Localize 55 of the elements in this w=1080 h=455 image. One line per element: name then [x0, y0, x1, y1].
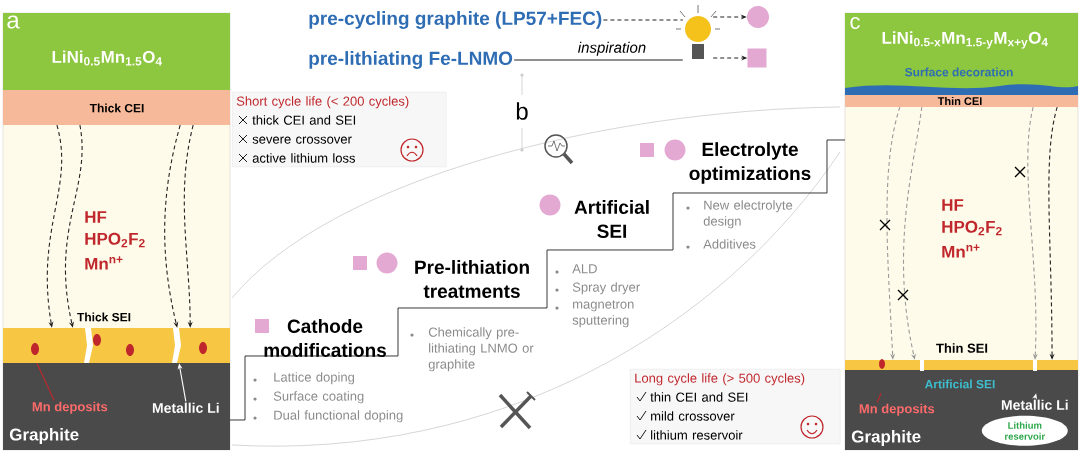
node-label: lithium reservoir: [651, 430, 743, 440]
bullet-item: Additives: [686, 239, 756, 249]
node-label: Thin SEI: [936, 343, 988, 353]
species-label: HPO$_{2}$F$_{2}$: [85, 232, 145, 248]
panel-letter: b: [516, 102, 528, 120]
cei-layer: Thin CEI: [845, 95, 1078, 107]
panel-letter: c: [850, 16, 860, 30]
heading-text: pre-cycling graphite (LP57+FEC): [309, 11, 602, 29]
step-heading: Cathode modifications: [264, 319, 386, 357]
bullet-item: ALD: [555, 264, 597, 274]
note-box: Short cycle life (< 200 cycles) thick CEI and SEI severe crossover active lithium loss: [232, 92, 447, 167]
connector-line: [876, 392, 882, 404]
step-heading: Electrolyte optimizations: [689, 142, 811, 184]
node-label: mild crossover: [651, 411, 735, 421]
annotation-text: Metallic Li: [152, 402, 219, 413]
connector-line: [513, 59, 684, 61]
step-heading: Artificial SEI: [574, 200, 649, 238]
node-label: thick CEI and SEI: [252, 115, 356, 125]
node-label: Thick SEI: [77, 312, 131, 322]
node-label: thin CEI and SEI: [650, 392, 748, 402]
node-label: Long cycle life (> 500 cycles): [635, 373, 805, 386]
sei-layer: Thick SEI: [3, 312, 230, 363]
annotation-text: Metallic Li: [1001, 399, 1068, 410]
edge-label: inspiration: [576, 40, 648, 57]
species-label: Mn$^{n+}$: [942, 244, 980, 258]
annotation-text: Mn deposits: [32, 401, 108, 414]
species-label: HF: [85, 211, 107, 223]
bullet-item: Spray dryer: [555, 282, 640, 295]
light-bulb-icon: [675, 4, 721, 59]
connector-line: [602, 19, 684, 21]
node-label: severe crossover: [252, 136, 352, 144]
bullet-item: Lattice doping: [253, 372, 355, 385]
cei-layer: Thick CEI: [3, 90, 230, 125]
heading-text: pre-lithiating Fe-LNMO: [309, 51, 513, 69]
bullet-item: Surface coating: [253, 391, 364, 404]
species-label: Mn$^{n+}$: [85, 256, 123, 270]
node-label: Artificial SEI: [924, 379, 995, 389]
sei-layer: Thin SEI: [845, 343, 1078, 370]
circle-marker: [747, 6, 769, 28]
bullet-item: magnetron sputtering: [555, 300, 634, 328]
connector-line: [36, 362, 55, 402]
panel-letter: a: [7, 15, 20, 29]
step-heading: Pre-lithiation treatments: [415, 260, 529, 298]
square-marker: [747, 48, 767, 68]
bullet-item: Chemically pre-lithiating LNMO or graphite: [410, 327, 534, 372]
bullet-item: Dual functional doping: [253, 410, 403, 423]
species-label: HPO$_{2}$F$_{2}$: [942, 220, 1002, 236]
node-label: Graphite: [851, 430, 921, 446]
annotation-text: Mn deposits: [859, 403, 935, 416]
note-box: Long cycle life (> 500 cycles) thin CEI and SEI mild crossover lithium reservoir: [630, 369, 841, 444]
node-label: active lithium loss: [252, 153, 356, 163]
node-label: Short cycle life (< 200 cycles): [236, 96, 409, 109]
species-label: HF: [942, 199, 964, 211]
bullet-item: New electrolyte design: [686, 200, 793, 229]
artificial-sei-layer: Artificial SEI: [845, 370, 1078, 393]
